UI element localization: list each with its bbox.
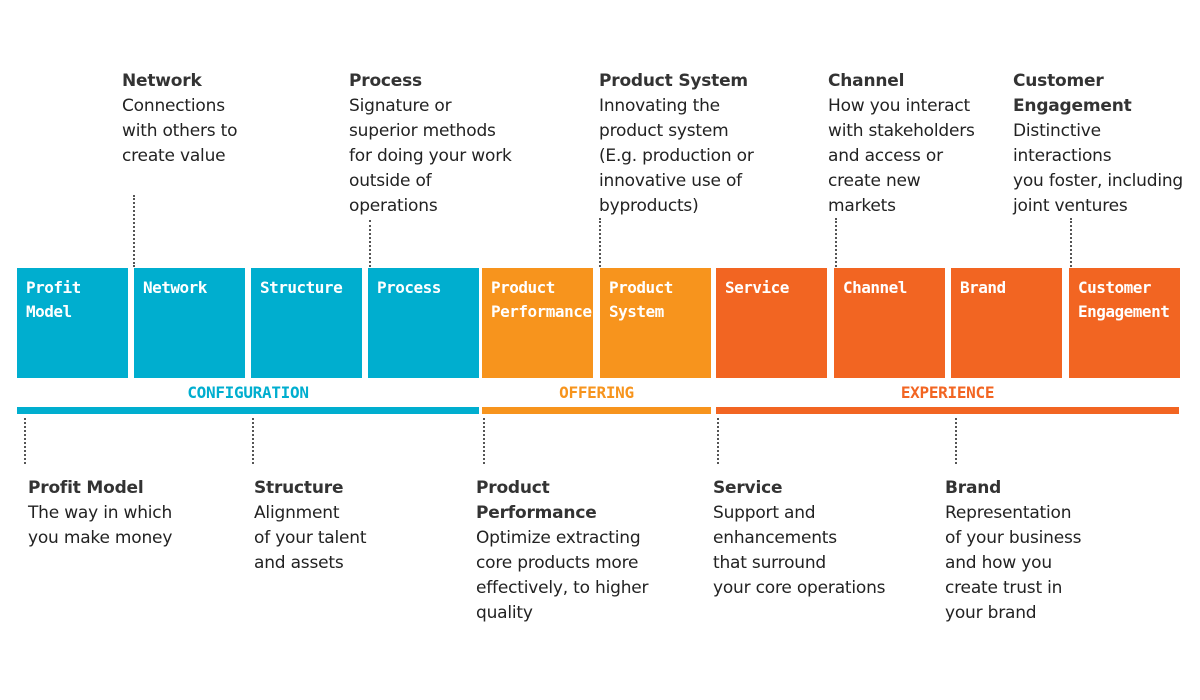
connector-customer-engagement (1070, 218, 1072, 267)
desc-service-body: Support and enhancements that surround y… (713, 503, 886, 598)
connector-brand (955, 418, 957, 464)
desc-channel-body: How you interact with stakeholders and a… (828, 96, 975, 216)
box-brand: Brand (951, 268, 1062, 378)
desc-channel-title: Channel (828, 71, 905, 91)
group-bar-offering (482, 407, 711, 414)
connector-structure (252, 418, 254, 464)
group-label-configuration: CONFIGURATION (187, 383, 309, 402)
desc-brand: Brand Representation of your business an… (945, 476, 1165, 626)
connector-product-system (599, 218, 601, 267)
box-profit-model: Profit Model (17, 268, 128, 378)
desc-product-performance-body: Optimize extracting core products more e… (476, 528, 649, 623)
desc-channel: Channel How you interact with stakeholde… (828, 69, 1008, 219)
box-customer-engagement: Customer Engagement (1069, 268, 1180, 378)
desc-product-system: Product System Innovating the product sy… (599, 69, 814, 219)
desc-profit-model-body: The way in which you make money (28, 503, 173, 548)
desc-brand-title: Brand (945, 478, 1002, 498)
desc-structure: Structure Alignment of your talent and a… (254, 476, 454, 576)
desc-network-title: Network (122, 71, 202, 91)
connector-network (133, 195, 135, 267)
desc-process-body: Signature or superior methods for doing … (349, 96, 512, 216)
desc-service: Service Support and enhancements that su… (713, 476, 933, 601)
desc-product-performance-title: Product Performance (476, 478, 597, 523)
desc-process-title: Process (349, 71, 422, 91)
desc-network: Network Connections with others to creat… (122, 69, 322, 169)
box-product-system: Product System (600, 268, 711, 378)
desc-profit-model: Profit Model The way in which you make m… (28, 476, 228, 551)
connector-service (717, 418, 719, 464)
box-structure: Structure (251, 268, 362, 378)
desc-customer-engagement-title: Customer Engagement (1013, 71, 1132, 116)
connector-profit-model (24, 418, 26, 464)
desc-product-performance: Product Performance Optimize extracting … (476, 476, 701, 626)
desc-customer-engagement-body: Distinctive interactions you foster, inc… (1013, 121, 1184, 216)
group-label-experience: EXPERIENCE (900, 383, 995, 402)
desc-profit-model-title: Profit Model (28, 478, 144, 498)
desc-service-title: Service (713, 478, 783, 498)
box-network: Network (134, 268, 245, 378)
box-service: Service (716, 268, 827, 378)
box-process: Process (368, 268, 479, 378)
group-bar-configuration (17, 407, 479, 414)
desc-network-body: Connections with others to create value (122, 96, 238, 166)
connector-process (369, 220, 371, 267)
box-channel: Channel (834, 268, 945, 378)
connector-product-performance (483, 418, 485, 464)
desc-product-system-body: Innovating the product system (E.g. prod… (599, 96, 754, 216)
desc-customer-engagement: Customer Engagement Distinctive interact… (1013, 69, 1198, 219)
desc-process: Process Signature or superior methods fo… (349, 69, 569, 219)
desc-structure-title: Structure (254, 478, 344, 498)
desc-product-system-title: Product System (599, 71, 748, 91)
desc-structure-body: Alignment of your talent and assets (254, 503, 367, 573)
desc-brand-body: Representation of your business and how … (945, 503, 1082, 623)
box-product-performance: Product Performance (482, 268, 593, 378)
connector-channel (835, 218, 837, 267)
group-bar-experience (716, 407, 1179, 414)
group-label-offering: OFFERING (559, 383, 634, 402)
